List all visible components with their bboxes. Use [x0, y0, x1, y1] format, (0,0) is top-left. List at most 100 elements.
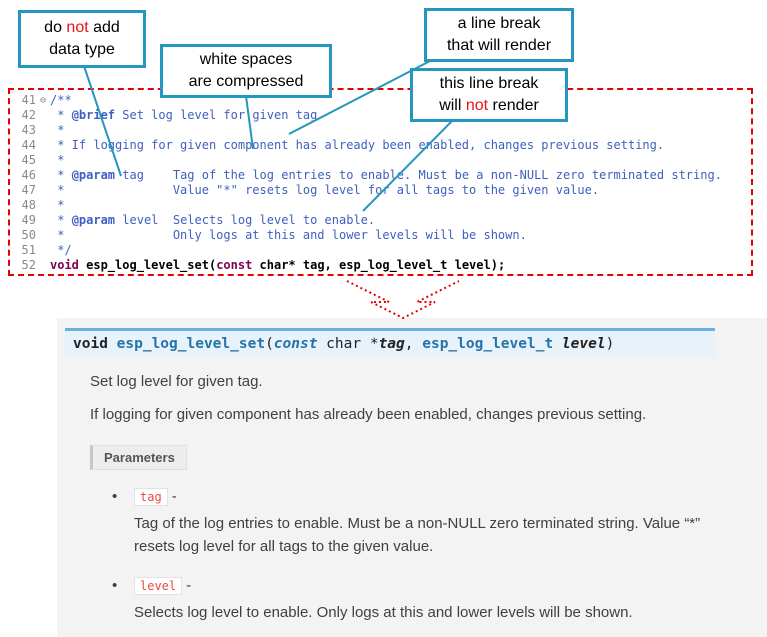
bullet-icon: •: [112, 488, 118, 505]
param-body: level- Selects log level to enable. Only…: [134, 576, 767, 624]
detail-paragraph: If logging for given component has alrea…: [90, 406, 647, 423]
fold-gutter: [36, 153, 50, 168]
text-segment: data type: [49, 41, 115, 58]
render-arrow-icon: [346, 280, 460, 320]
text-segment: @brief: [71, 108, 116, 122]
text-segment: @param: [71, 168, 116, 182]
code-line: 49 * @param level Selects log level to e…: [10, 213, 751, 228]
parameters-label: Parameters: [90, 445, 187, 470]
fold-gutter: [36, 213, 50, 228]
line-number: 50: [21, 228, 36, 242]
code-text: /**: [50, 93, 72, 108]
text-segment: */: [50, 243, 72, 257]
fold-gutter: [36, 168, 50, 183]
code-line: 41⊖/**: [10, 93, 751, 108]
callout-line-break-renders: a line break that will render: [424, 8, 574, 62]
brief-paragraph: Set log level for given tag.: [90, 373, 263, 390]
text-segment: Set log level for given tag: [115, 108, 318, 122]
code-text: * @param tag Tag of the log entries to e…: [50, 168, 722, 183]
text-segment: const: [216, 258, 253, 272]
callout-text-line: will not render: [419, 95, 559, 117]
line-number: 48: [21, 198, 36, 212]
text-segment: add: [88, 19, 120, 37]
code-text: */: [50, 243, 72, 258]
code-text: *: [50, 153, 64, 168]
callout-line-break-not-render: this line break will not render: [410, 68, 568, 122]
line-number: 46: [21, 168, 36, 182]
param-item-tag: • tag- Tag of the log entries to enable.…: [112, 488, 767, 559]
param-description: Selects log level to enable. Only logs a…: [134, 603, 633, 621]
text-segment: level: [561, 336, 606, 352]
line-number: 45: [21, 153, 36, 167]
text-segment: @param: [71, 213, 116, 227]
fold-gutter: [36, 108, 50, 123]
callout-do-not-add-data-type: do not add data type: [18, 10, 146, 68]
text-segment: not: [66, 19, 89, 37]
fold-gutter: [36, 243, 50, 258]
text-segment: *: [50, 168, 72, 182]
code-line: 52 void esp_log_level_set(const char* tag…: [10, 258, 751, 273]
line-number: 51: [21, 243, 36, 257]
callout-text-line: that will render: [433, 35, 565, 57]
text-segment: this line break: [439, 75, 539, 93]
text-segment: do: [44, 19, 67, 37]
text-segment: tag: [378, 336, 405, 352]
text-segment: not: [465, 97, 489, 114]
text-segment: *: [50, 108, 72, 122]
text-segment: ,: [404, 336, 423, 352]
line-number: 42: [21, 108, 36, 122]
fold-gutter: [36, 123, 50, 138]
text-segment: that will render: [446, 37, 552, 54]
code-line: 47 * Value "*" resets log level for all …: [10, 183, 751, 198]
fold-gutter: [36, 183, 50, 198]
text-segment: render: [488, 97, 539, 114]
code-text: * @param level Selects log level to enab…: [50, 213, 375, 228]
callout-text-line: a line break: [433, 13, 565, 35]
text-segment: a line break: [457, 15, 541, 33]
param-item-level: • level- Selects log level to enable. On…: [112, 576, 767, 624]
code-text: * Value "*" resets log level for all tag…: [50, 183, 599, 198]
text-segment: *: [50, 153, 65, 167]
callout-text-line: data type: [27, 39, 137, 61]
line-number: 44: [21, 138, 36, 152]
code-text: void esp_log_level_set(const char* tag, …: [50, 258, 505, 273]
param-body: tag- Tag of the log entries to enable. M…: [134, 488, 767, 559]
text-segment: [108, 336, 117, 352]
text-segment: char *: [317, 336, 379, 352]
text-segment: * Value "*" resets log level for all tag…: [50, 183, 600, 197]
text-segment: will: [439, 97, 466, 114]
bullet-icon: •: [112, 576, 118, 594]
code-text: * If logging for given component has alr…: [50, 138, 664, 153]
line-number: 49: [21, 213, 36, 227]
text-segment: (: [265, 336, 274, 352]
code-line: 51 */: [10, 243, 751, 258]
fold-marker-icon[interactable]: ⊖: [39, 95, 47, 106]
callout-text-line: do not add: [27, 17, 137, 39]
code-text: *: [50, 123, 64, 138]
text-segment: esp_log_level_t: [422, 336, 562, 352]
text-segment: esp_log_level_set: [116, 336, 266, 352]
code-lines: 41⊖/**42 * @brief Set log level for give…: [10, 93, 751, 273]
fold-gutter: [36, 198, 50, 213]
code-line: 46 * @param tag Tag of the log entries t…: [10, 168, 751, 183]
line-number: 41: [21, 93, 36, 107]
text-segment: *: [50, 198, 65, 212]
docs-panel: void esp_log_level_set(const char *tag, …: [57, 318, 767, 637]
text-segment: /**: [50, 93, 72, 107]
text-segment: * If logging for given component has alr…: [50, 138, 665, 152]
function-signature: void esp_log_level_set(const char *tag, …: [65, 328, 715, 357]
text-segment: tag Tag of the log entries to enable. Mu…: [115, 168, 722, 182]
line-number: 43: [21, 123, 36, 137]
code-line: 42 * @brief Set log level for given tag: [10, 108, 751, 123]
text-segment: char* tag, esp_log_level_t level);: [252, 258, 506, 272]
text-segment: void: [73, 336, 108, 352]
code-line: 48 *: [10, 198, 751, 213]
param-name-chip: level: [134, 576, 183, 595]
text-segment: void: [50, 258, 79, 272]
code-text: * @brief Set log level for given tag: [50, 108, 317, 123]
param-name-line: level-: [134, 576, 767, 595]
line-number: 52: [21, 258, 36, 272]
callout-text-line: this line break: [419, 73, 559, 95]
param-name-chip: tag: [134, 488, 168, 506]
